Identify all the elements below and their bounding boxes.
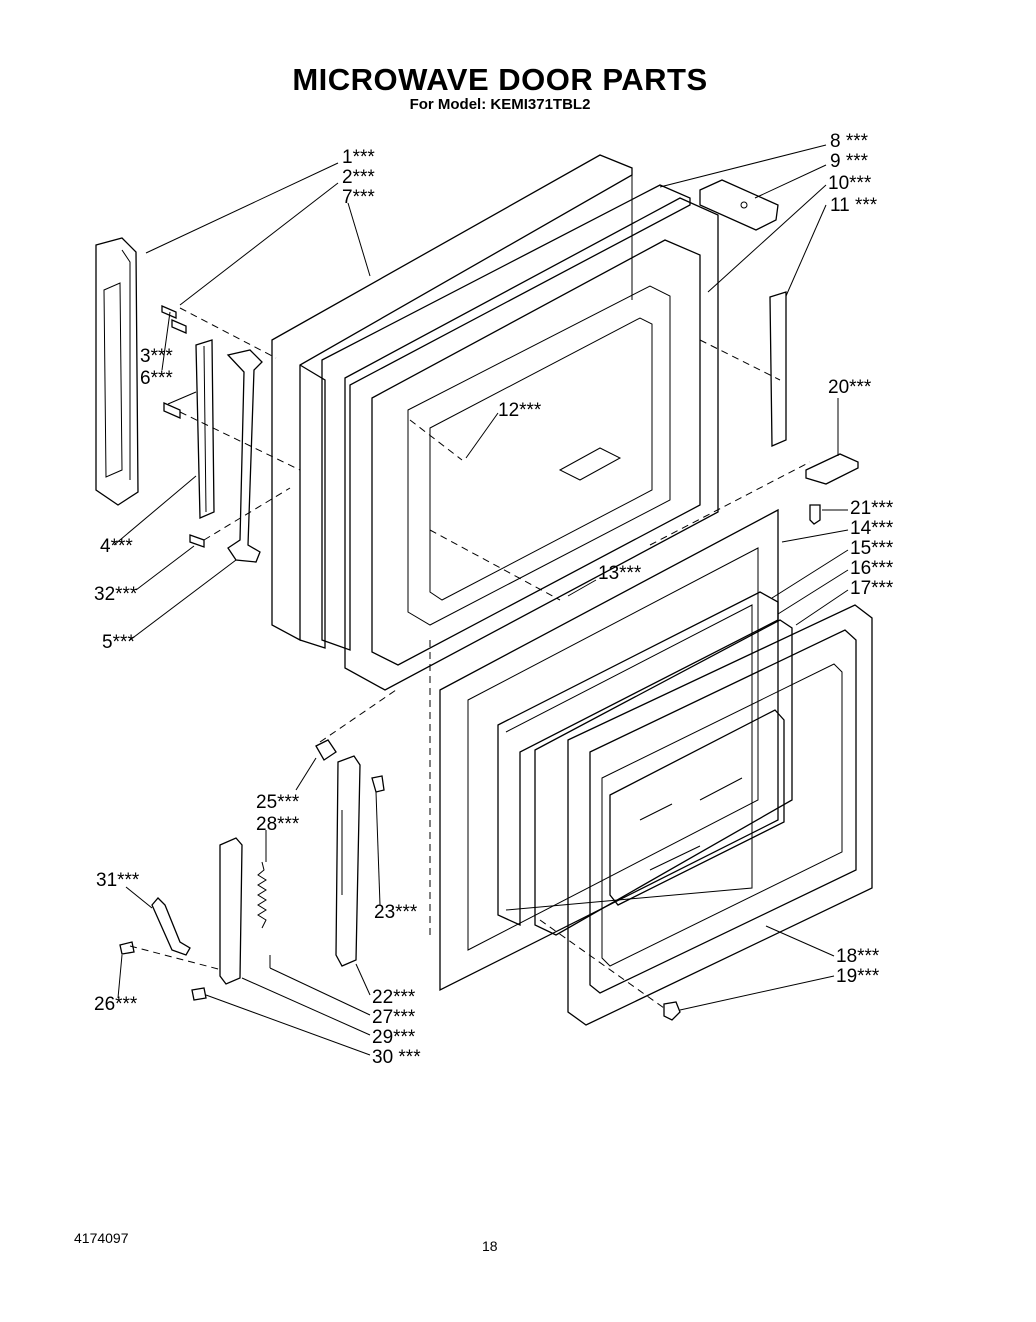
callout-10: 10*** xyxy=(828,173,872,194)
callout-labels: 1*** 2*** 7*** 8 *** 9 *** 10*** 11 *** … xyxy=(94,131,894,1068)
door-screw-part xyxy=(663,1001,681,1021)
outer-door-frame-part xyxy=(271,154,633,649)
page-title: MICROWAVE DOOR PARTS xyxy=(292,62,708,97)
choke-panel-part xyxy=(439,508,779,992)
callout-21: 21*** xyxy=(850,498,894,519)
callout-19: 19*** xyxy=(836,966,880,987)
callout-29: 29*** xyxy=(372,1027,416,1048)
hinge-plate-part xyxy=(699,179,779,231)
latch-catch-part xyxy=(805,453,859,525)
alignment-lines xyxy=(129,307,811,1009)
callout-32: 32*** xyxy=(94,584,138,605)
callout-28: 28*** xyxy=(256,814,300,835)
callout-14: 14*** xyxy=(850,518,894,539)
callout-3: 3*** xyxy=(140,346,173,367)
callout-11: 11 *** xyxy=(830,195,878,216)
callout-7: 7*** xyxy=(342,187,375,208)
model-subtitle: For Model: KEMI371TBL2 xyxy=(409,96,591,113)
door-face-frame-part xyxy=(567,604,873,1026)
callout-31: 31*** xyxy=(96,870,140,891)
callout-30: 30 *** xyxy=(372,1047,421,1068)
callout-13: 13*** xyxy=(598,563,642,584)
callout-12: 12*** xyxy=(498,400,542,421)
callout-27: 27*** xyxy=(372,1007,416,1028)
callout-5: 5*** xyxy=(102,632,135,653)
callout-9: 9 *** xyxy=(830,151,869,172)
latch-assembly-parts xyxy=(119,739,385,1001)
callout-16: 16*** xyxy=(850,558,894,579)
callout-15: 15*** xyxy=(850,538,894,559)
hinge-bar-part xyxy=(769,291,787,447)
callout-26: 26*** xyxy=(94,994,138,1015)
handle-trim-part xyxy=(195,339,215,519)
inner-door-frame-part xyxy=(344,197,719,691)
callout-1: 1*** xyxy=(342,147,375,168)
callout-4: 4*** xyxy=(100,536,133,557)
callout-8: 8 *** xyxy=(830,131,869,152)
leader-lines xyxy=(113,144,849,1056)
callout-2: 2*** xyxy=(342,167,375,188)
handle-bracket-part xyxy=(226,349,263,563)
callout-18: 18*** xyxy=(836,946,880,967)
callout-17: 17*** xyxy=(850,578,894,599)
page-number: 18 xyxy=(482,1238,498,1254)
screw-parts xyxy=(161,305,205,548)
mesh-screen-part xyxy=(497,591,779,927)
callout-6: 6*** xyxy=(140,368,173,389)
callout-23: 23*** xyxy=(374,902,418,923)
door-gasket-frame-part xyxy=(321,184,691,651)
callout-25: 25*** xyxy=(256,792,300,813)
document-number: 4174097 xyxy=(74,1230,129,1246)
callout-22: 22*** xyxy=(372,987,416,1008)
window-glass-part xyxy=(534,619,793,936)
callout-20: 20*** xyxy=(828,377,872,398)
door-handle-part xyxy=(95,237,139,506)
